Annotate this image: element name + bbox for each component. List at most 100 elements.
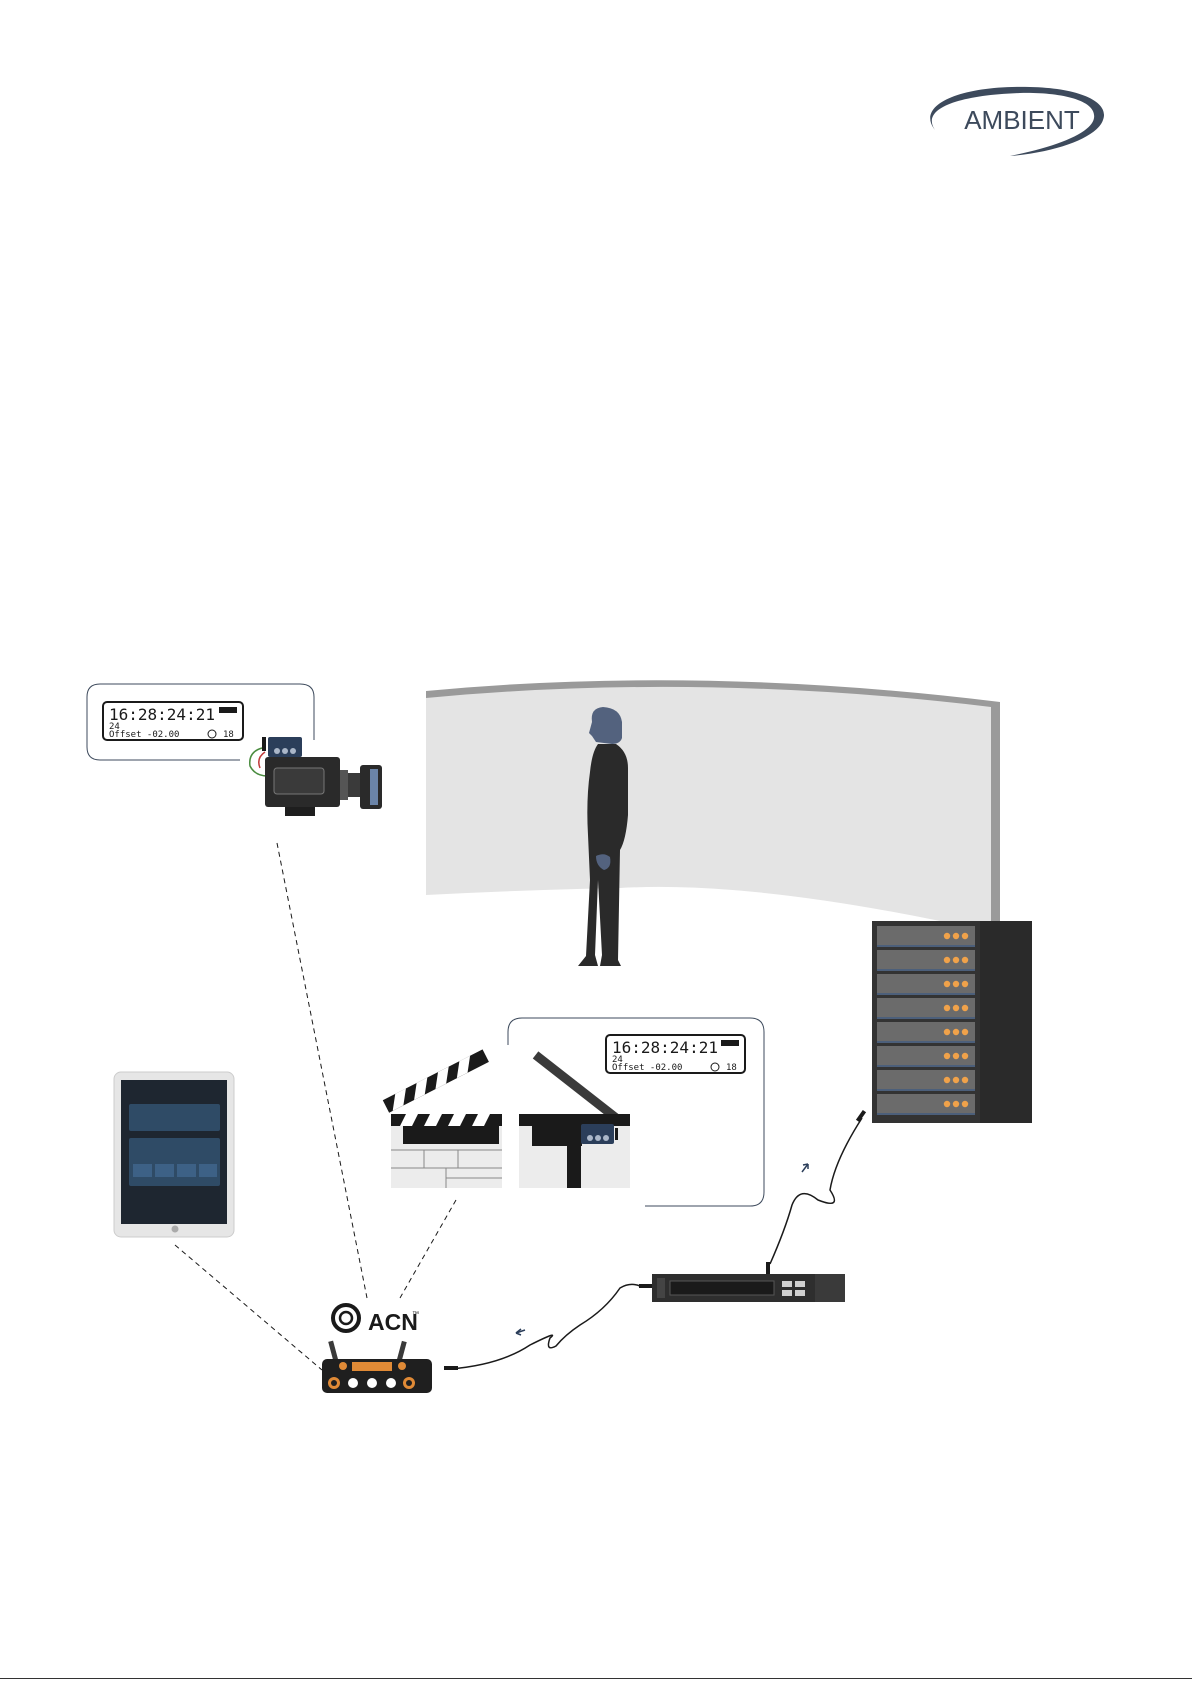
device-knob (274, 748, 280, 754)
rack-unit-rail (877, 1113, 975, 1115)
camera-lens (348, 773, 360, 797)
server-rack (872, 921, 1032, 1123)
generator-button (795, 1290, 805, 1296)
rack-unit (877, 1022, 975, 1041)
rack-unit (877, 926, 975, 945)
page-bottom-rule (0, 1678, 1192, 1679)
cable-plug (766, 1262, 770, 1274)
tablet-tile-large (129, 1104, 220, 1131)
led-wall-panel (426, 687, 991, 932)
device-knob (290, 748, 296, 754)
cable-plug (639, 1284, 652, 1288)
clapper-side-top-bar (519, 1114, 630, 1126)
device-antenna (262, 737, 266, 751)
rack-timecode-generator (652, 1274, 845, 1302)
rack-led (944, 1077, 950, 1083)
rack-unit (877, 1046, 975, 1065)
slate-timecode-device (581, 1124, 614, 1144)
rack-led (962, 981, 968, 987)
rack-led (962, 1005, 968, 1011)
tablet-tile-button (155, 1164, 174, 1177)
slate-lcd-timecode: 16:28:24:21 (612, 1038, 718, 1057)
rack-led (953, 1101, 959, 1107)
rack-unit (877, 974, 975, 993)
camera-lcd-battery-icon (219, 707, 237, 713)
rack-side (980, 921, 1032, 1123)
rack-led (944, 1029, 950, 1035)
generator-button (782, 1290, 792, 1296)
cable-station-to-generator (450, 1284, 640, 1369)
rack-unit (877, 1094, 975, 1113)
rack-led (944, 981, 950, 987)
cables (444, 1110, 866, 1370)
tablet-tile-button (199, 1164, 217, 1177)
ambient-logo: AMBIENT (930, 87, 1104, 156)
clapper-header-bar (403, 1126, 499, 1144)
acn-base-station: ACN ™ (322, 1305, 432, 1393)
clapper-side-hinge (567, 1140, 581, 1188)
camera-lcd-channel: 18 (223, 730, 234, 740)
rack-led (953, 1053, 959, 1059)
rack-led (962, 1101, 968, 1107)
link-camera-to-acn (277, 843, 367, 1298)
slate-lcd-offset: Offset -02.00 (612, 1063, 682, 1073)
rack-unit (877, 950, 975, 969)
tablet-tile-button (133, 1164, 152, 1177)
rack-led (962, 1077, 968, 1083)
link-slate-to-acn (400, 1200, 456, 1298)
rack-unit (877, 998, 975, 1017)
camera-side-panel (274, 768, 324, 794)
rack-led (962, 1053, 968, 1059)
actor-head (589, 707, 622, 744)
generator-button (782, 1281, 792, 1287)
tablet-home-button (172, 1226, 179, 1233)
rack-led (944, 1101, 950, 1107)
slate-device-antenna (615, 1128, 618, 1140)
rack-unit-rail (877, 1041, 975, 1043)
rack-led (944, 1053, 950, 1059)
rack-led (953, 957, 959, 963)
rack-led (944, 957, 950, 963)
led-wall (426, 680, 1000, 932)
cable-plug (444, 1366, 458, 1370)
slate-lcd-battery-icon (721, 1040, 739, 1046)
camera-lcd-offset: Offset -02.00 (109, 730, 179, 740)
logo-text: AMBIENT (964, 105, 1080, 135)
generator-display (670, 1281, 774, 1295)
rack-unit (877, 1070, 975, 1089)
rack-unit-rail (877, 945, 975, 947)
camera-lens-ring (340, 770, 348, 800)
rack-led (953, 1005, 959, 1011)
station-display (352, 1362, 392, 1371)
rack-unit-rail (877, 993, 975, 995)
acn-logo-icon (333, 1305, 359, 1331)
tablet-tile-panel (129, 1138, 220, 1186)
rack-led (962, 1029, 968, 1035)
rack-unit-rail (877, 969, 975, 971)
rack-unit-rail (877, 1017, 975, 1019)
rack-led (953, 933, 959, 939)
rack-led (944, 1005, 950, 1011)
rack-led (953, 1029, 959, 1035)
camera-cable-red (259, 752, 265, 768)
clapperboard-front (383, 1049, 502, 1188)
tablet-tile-button (177, 1164, 196, 1177)
acn-label: ACN (368, 1309, 418, 1335)
rack-led (944, 933, 950, 939)
rack-led (962, 933, 968, 939)
rack-unit-rail (877, 1089, 975, 1091)
rack-led (953, 981, 959, 987)
cable-generator-to-rack (770, 1118, 862, 1264)
rack-led (962, 957, 968, 963)
device-knob (282, 748, 288, 754)
slate-lcd-channel: 18 (726, 1063, 737, 1073)
cinema-camera (250, 737, 382, 816)
camera-mount (285, 807, 315, 816)
generator-button (795, 1281, 805, 1287)
camera-lcd-timecode: 16:28:24:21 (109, 705, 215, 724)
acn-trademark: ™ (412, 1311, 419, 1318)
tablet (114, 1072, 234, 1237)
rack-unit-rail (877, 1065, 975, 1067)
rack-led (953, 1077, 959, 1083)
